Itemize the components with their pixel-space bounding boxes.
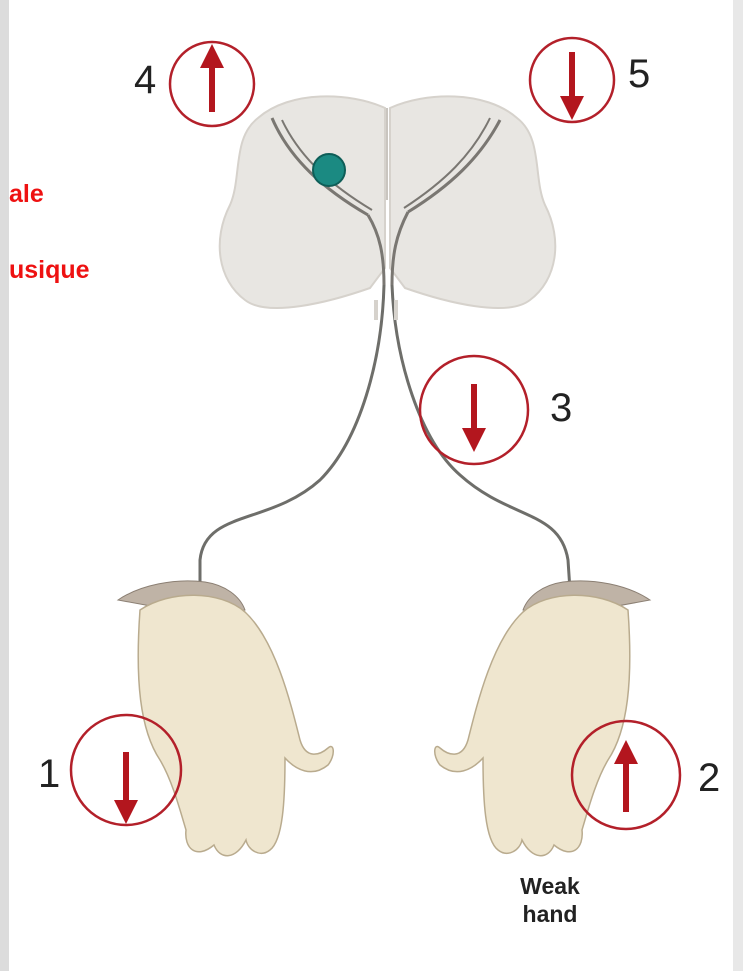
right-hand-illustration [435, 581, 650, 856]
indicator-5-label: 5 [628, 52, 650, 97]
left-nerve-path [200, 285, 384, 590]
side-text-2: usique [9, 256, 90, 285]
indicator-2-label: 2 [698, 756, 720, 801]
caption-line-1: Weak [500, 872, 600, 900]
caption-line-2: hand [500, 900, 600, 928]
lesion-dot [313, 154, 345, 186]
indicator-3 [420, 356, 528, 464]
indicator-1-label: 1 [38, 752, 60, 797]
brain-illustration [220, 96, 556, 320]
left-hand-illustration [118, 581, 333, 856]
side-text-1: ale [9, 180, 44, 209]
indicator-3-label: 3 [550, 386, 572, 431]
indicator-5 [530, 38, 614, 122]
right-nerve-path [392, 285, 570, 590]
indicator-4 [170, 42, 254, 126]
weak-hand-caption: Weak hand [500, 872, 600, 928]
indicator-4-label: 4 [134, 58, 156, 103]
